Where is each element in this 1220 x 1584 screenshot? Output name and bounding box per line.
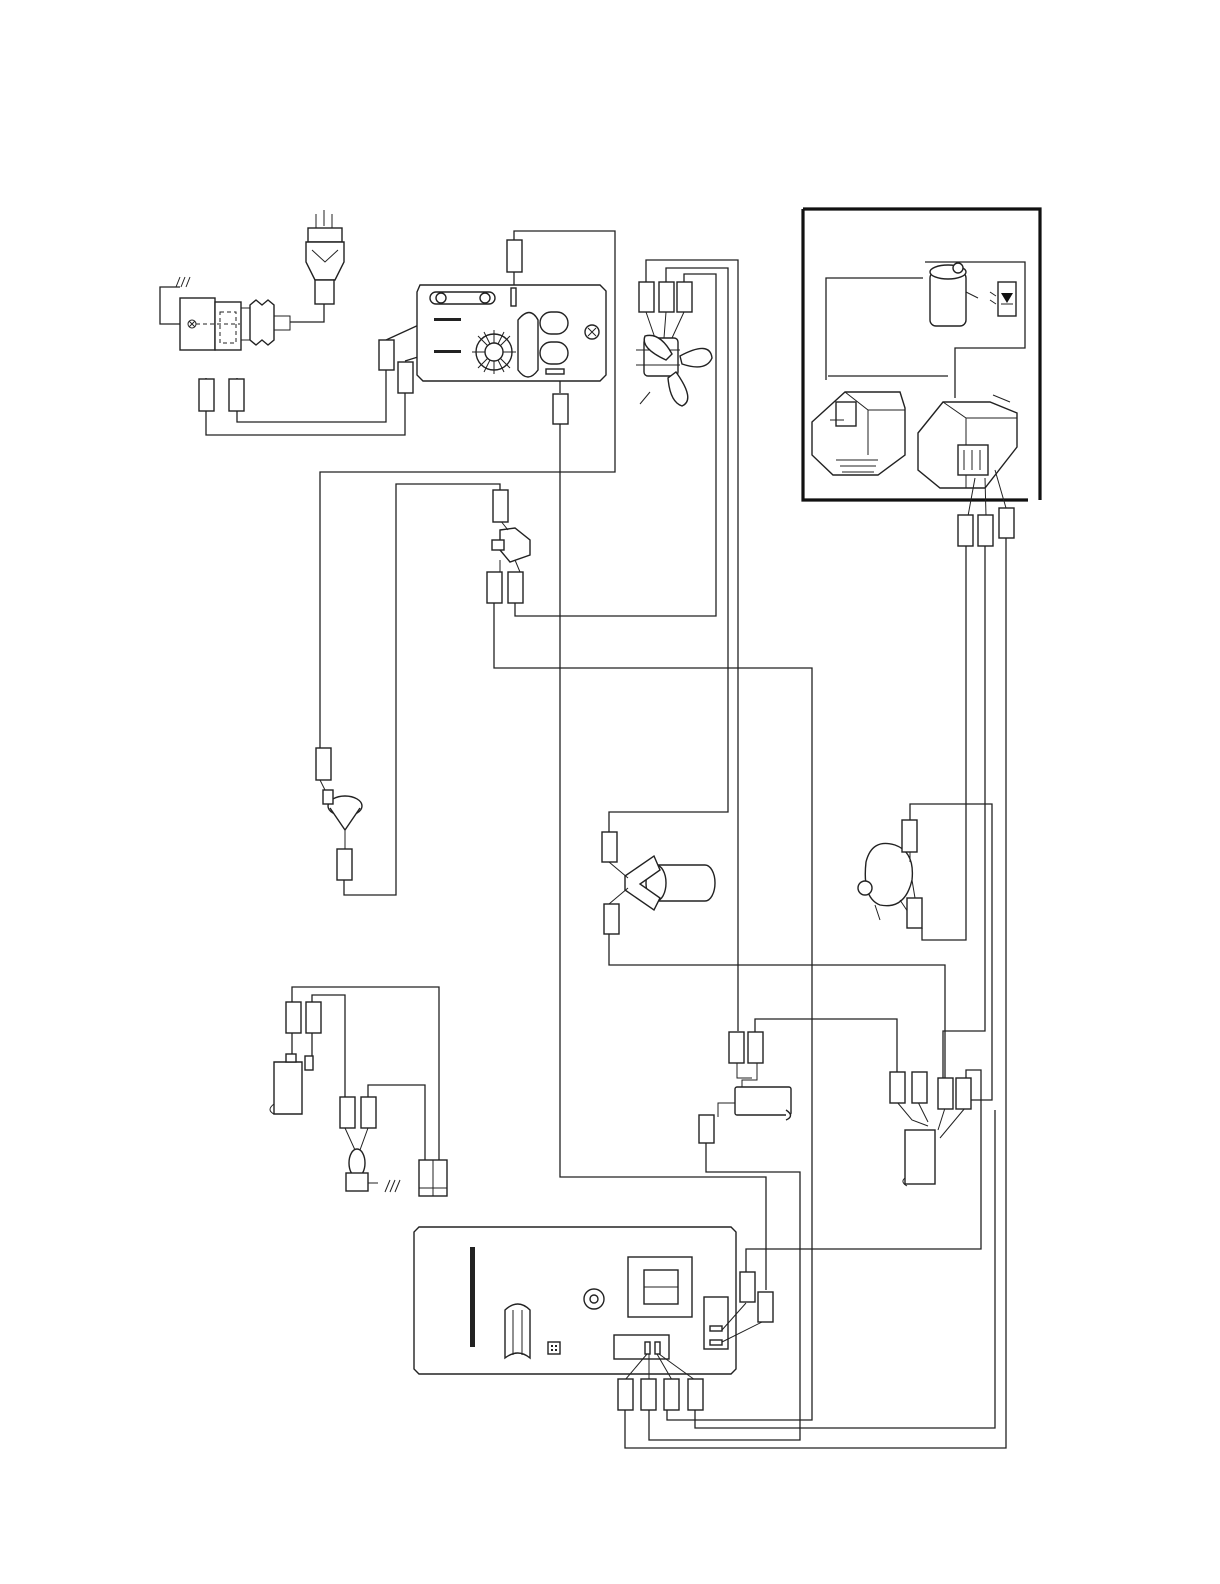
connector-block bbox=[659, 282, 674, 312]
high-voltage-section bbox=[803, 209, 1040, 516]
connector-block bbox=[902, 820, 917, 852]
connector-block bbox=[688, 1379, 703, 1410]
connector-block bbox=[641, 1379, 656, 1410]
connector-block bbox=[602, 832, 617, 862]
filter-board-icon bbox=[417, 285, 606, 381]
magnetron-icon bbox=[812, 392, 905, 475]
relay-switch-middle bbox=[718, 1062, 791, 1120]
connector-block bbox=[340, 1097, 355, 1128]
connector-block bbox=[758, 1292, 773, 1322]
connector-block bbox=[507, 240, 522, 272]
connector-block bbox=[999, 508, 1014, 538]
plug-icon bbox=[306, 210, 344, 304]
connector-block bbox=[618, 1379, 633, 1410]
ground-icon bbox=[176, 277, 190, 287]
door-switch-left bbox=[270, 1054, 313, 1114]
connector-block bbox=[890, 1072, 905, 1103]
connector-block bbox=[938, 1078, 953, 1109]
connector-block bbox=[664, 1379, 679, 1410]
connector-block bbox=[740, 1272, 755, 1302]
connector-block bbox=[306, 1002, 321, 1033]
connector-block bbox=[229, 379, 244, 411]
connector-block bbox=[729, 1032, 744, 1063]
diode-icon bbox=[990, 282, 1016, 316]
connector-block bbox=[639, 282, 654, 312]
lamp-socket-icon bbox=[345, 1128, 400, 1192]
fan-icon bbox=[636, 312, 712, 406]
switch-icon bbox=[492, 520, 530, 572]
connector-block bbox=[907, 898, 922, 928]
outlet-icon bbox=[180, 298, 290, 350]
connector-block bbox=[199, 379, 214, 411]
lamp-icon bbox=[609, 856, 715, 910]
connector-block bbox=[748, 1032, 763, 1063]
connector-block bbox=[699, 1115, 714, 1143]
connector-block bbox=[508, 572, 523, 603]
connector-block bbox=[978, 515, 993, 546]
transformer-icon bbox=[918, 395, 1017, 516]
thermostat-icon bbox=[320, 780, 362, 849]
relay-switch-right bbox=[897, 1102, 965, 1186]
connector-block bbox=[487, 572, 502, 603]
terminal-icon bbox=[419, 1160, 447, 1196]
connector-block bbox=[677, 282, 692, 312]
connector-block bbox=[398, 362, 413, 393]
connector-block bbox=[493, 490, 508, 522]
capacitor-icon bbox=[930, 263, 978, 326]
connector-block bbox=[337, 849, 352, 880]
connector-block bbox=[316, 748, 331, 780]
connector-block bbox=[604, 904, 619, 934]
circuit-board-icon bbox=[414, 1227, 766, 1380]
connector-block bbox=[553, 394, 568, 424]
connector-block bbox=[379, 340, 394, 370]
connector-block bbox=[361, 1097, 376, 1128]
connector-block bbox=[956, 1078, 971, 1109]
connector-block bbox=[958, 515, 973, 546]
connector-block bbox=[286, 1002, 301, 1033]
connector-block bbox=[912, 1072, 927, 1103]
